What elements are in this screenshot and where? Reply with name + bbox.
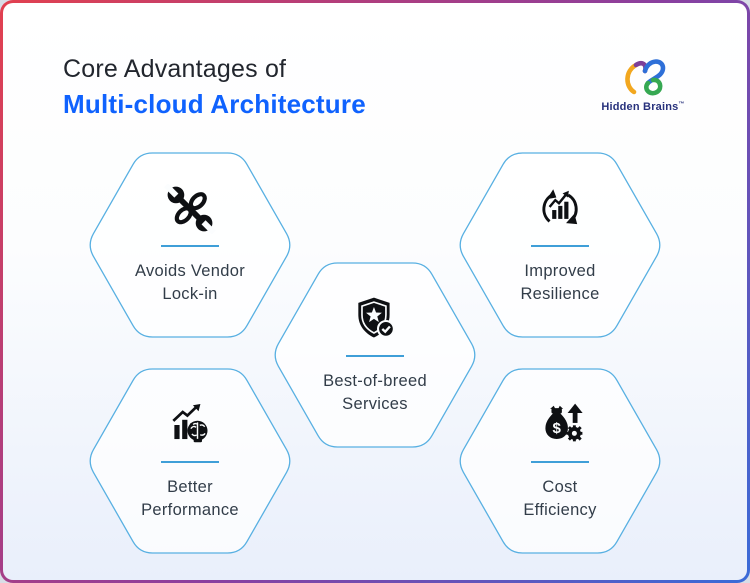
icon-divider xyxy=(161,244,219,247)
header: Core Advantages of Multi-cloud Architect… xyxy=(3,3,747,122)
icon-divider xyxy=(346,354,404,357)
shield-star-check-icon xyxy=(358,297,395,338)
page-title: Core Advantages of Multi-cloud Architect… xyxy=(63,52,366,122)
icon-divider xyxy=(531,460,589,463)
title-line-1: Core Advantages of xyxy=(63,55,287,83)
refresh-chart-icon xyxy=(542,188,578,224)
growth-brain-icon xyxy=(172,403,208,442)
infographic-canvas: Core Advantages of Multi-cloud Architect… xyxy=(3,3,747,580)
brand-logo: Hidden Brains™ xyxy=(591,54,695,113)
money-bag-gear-icon: $ xyxy=(545,403,583,441)
icon-divider xyxy=(161,460,219,463)
hidden-brains-logo-icon xyxy=(625,59,666,96)
hexagon-cost-efficiency: $ xyxy=(457,368,663,554)
wrench-chain-icon xyxy=(164,183,216,234)
icon-divider xyxy=(531,244,589,247)
svg-text:$: $ xyxy=(553,420,562,437)
brand-name: Hidden Brains™ xyxy=(601,101,685,113)
trademark-symbol: ™ xyxy=(678,101,685,108)
title-line-2: Multi-cloud Architecture xyxy=(63,89,366,119)
